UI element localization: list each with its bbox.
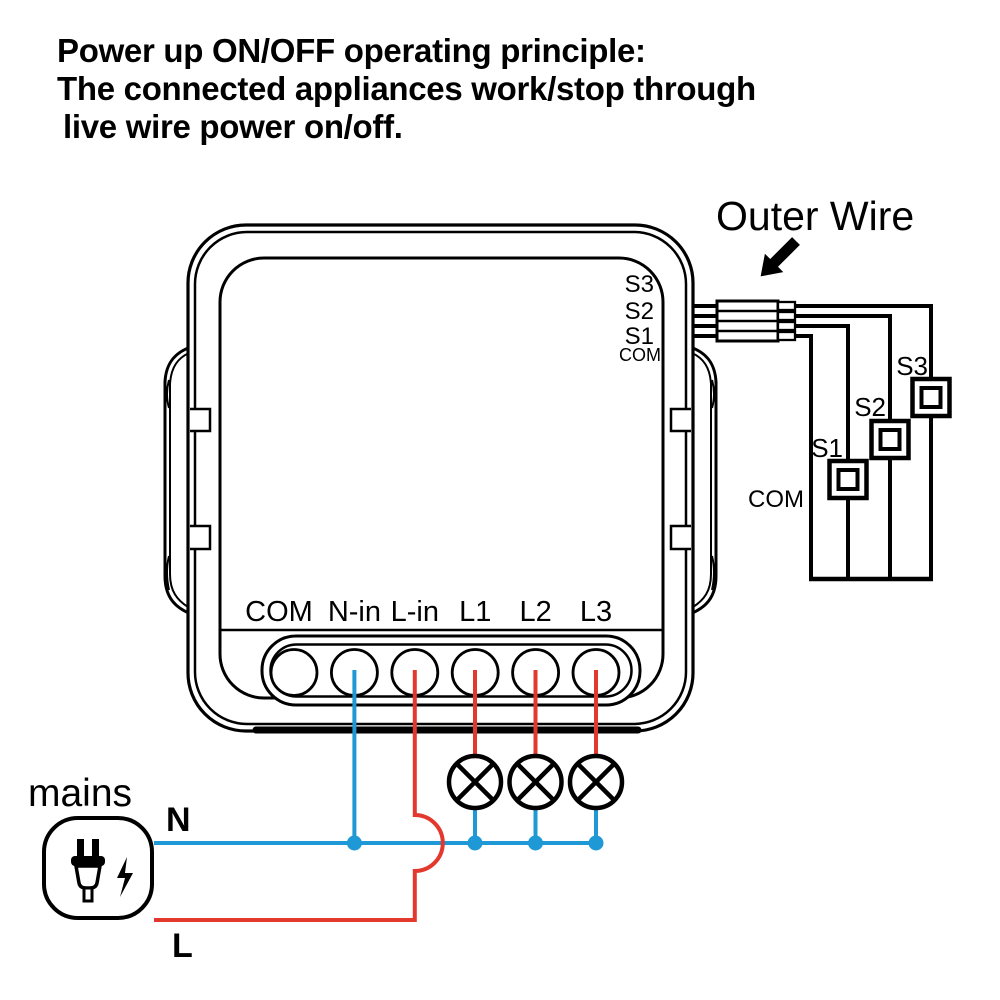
device-port-label-s2: S2 bbox=[625, 298, 654, 325]
s3-wire bbox=[795, 304, 933, 379]
terminal-label-n-in: N-in bbox=[328, 596, 381, 628]
right-clip-notch bbox=[669, 524, 691, 551]
junction-dot bbox=[588, 835, 604, 851]
terminal-label-l1: L1 bbox=[459, 596, 491, 628]
left-mounting-ear-icon bbox=[163, 344, 193, 617]
outer-wire-label: Outer Wire bbox=[716, 193, 914, 239]
mains-label: mains bbox=[28, 772, 132, 815]
lamp-icon bbox=[507, 753, 564, 811]
junction-dot bbox=[467, 835, 483, 851]
title-line-3: live wire power on/off. bbox=[63, 108, 403, 145]
title-block: Power up ON/OFF operating principle: The… bbox=[57, 32, 756, 145]
load-circuit: N L bbox=[154, 670, 625, 965]
switch-label-s3: S3 bbox=[896, 351, 928, 381]
left-clip-notch bbox=[190, 524, 212, 551]
switch-circuit: S1 S2 S3 COM bbox=[693, 299, 952, 582]
wall-switch-s2-icon bbox=[869, 418, 911, 461]
device-port-label-com: COM bbox=[619, 345, 661, 365]
mains-source: mains bbox=[28, 772, 154, 920]
com-wire bbox=[795, 334, 813, 581]
neutral-label: N bbox=[166, 801, 191, 839]
external-com-label: COM bbox=[748, 486, 804, 513]
live-label: L bbox=[172, 927, 193, 965]
connector-finger bbox=[776, 320, 797, 332]
terminal-label-l-in: L-in bbox=[391, 596, 439, 628]
switch-label-s2: S2 bbox=[854, 392, 886, 422]
lightning-icon bbox=[117, 857, 133, 897]
device-port-label-s1: S1 bbox=[625, 323, 654, 350]
left-clip-notch bbox=[190, 407, 212, 433]
outer-wire-callout: Outer Wire bbox=[716, 193, 914, 277]
terminal-hole bbox=[269, 648, 319, 697]
wall-switch-s3-icon bbox=[910, 376, 952, 419]
switch-module-device: S3 S2 S1 COM COM N-in L-in L1 L2 L3 bbox=[163, 223, 718, 734]
title-line-2: The connected appliances work/stop throu… bbox=[57, 70, 756, 107]
live-l-in-wire bbox=[154, 670, 445, 922]
outer-wire-arrow-icon bbox=[760, 237, 800, 277]
s1-wire bbox=[795, 324, 850, 461]
lamp-icon bbox=[446, 753, 504, 811]
lamp-icon bbox=[567, 753, 625, 811]
terminal-label-l3: L3 bbox=[580, 596, 612, 628]
plug-icon bbox=[71, 839, 105, 903]
junction-dot bbox=[346, 835, 362, 851]
device-port-label-s3: S3 bbox=[625, 271, 654, 298]
title-line-1: Power up ON/OFF operating principle: bbox=[57, 32, 646, 69]
connector-finger bbox=[776, 330, 797, 342]
s2-wire bbox=[795, 314, 892, 421]
device-face bbox=[218, 256, 665, 700]
right-mounting-ear-icon bbox=[688, 344, 718, 617]
switch-label-s1: S1 bbox=[811, 433, 843, 463]
terminal-label-l2: L2 bbox=[519, 596, 551, 628]
connector-finger bbox=[776, 300, 797, 312]
wall-switch-s1-icon bbox=[827, 458, 869, 501]
terminal-label-com: COM bbox=[245, 596, 313, 628]
connector-finger bbox=[776, 310, 797, 322]
wire-stubs bbox=[693, 304, 717, 338]
right-clip-notch bbox=[669, 407, 691, 433]
junction-dot bbox=[528, 835, 543, 851]
